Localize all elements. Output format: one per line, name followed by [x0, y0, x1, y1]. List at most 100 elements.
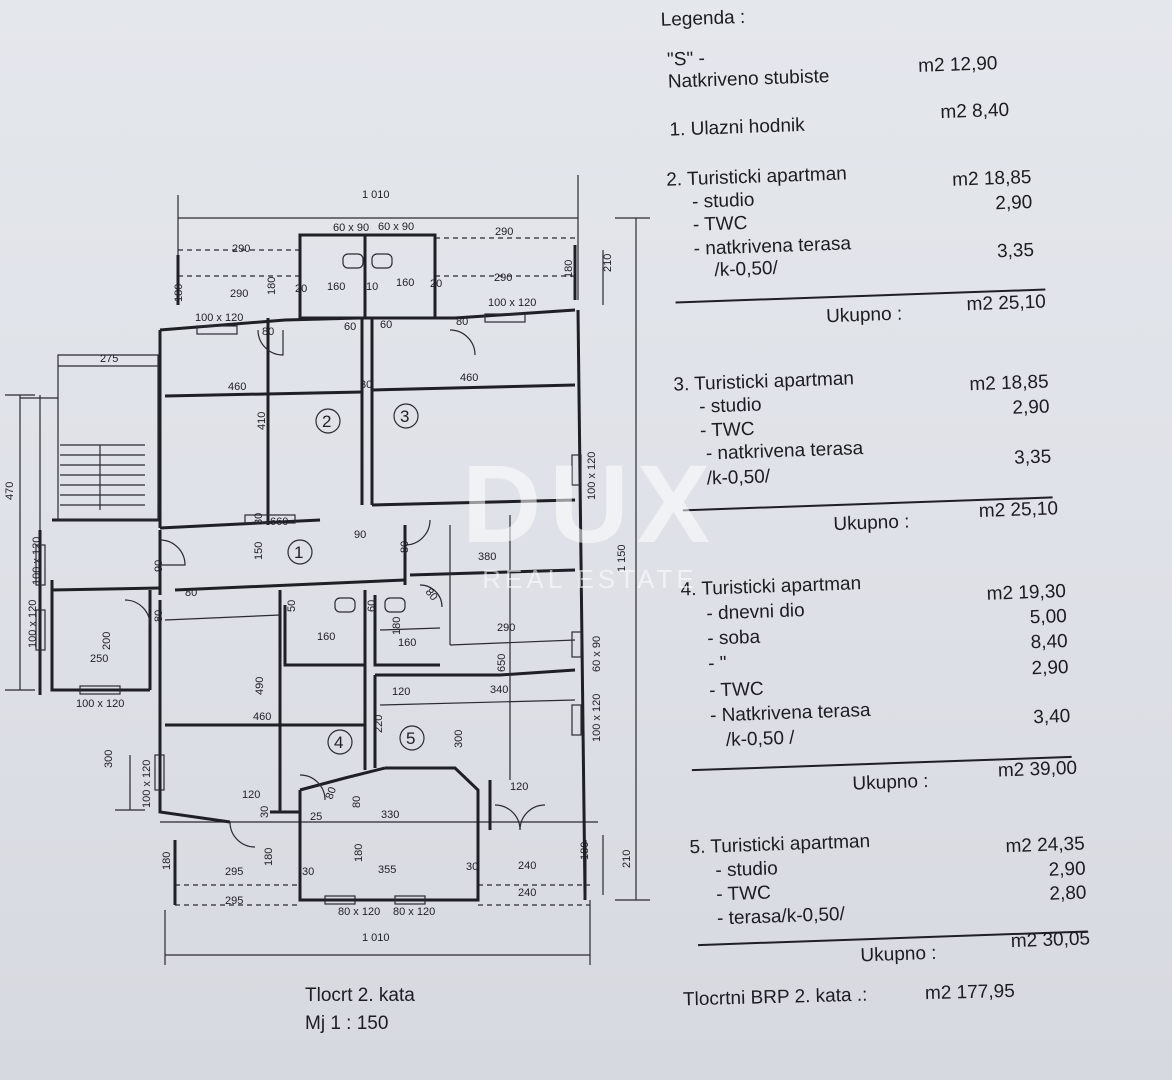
room-marker-3 [393, 403, 419, 429]
dim-label: 150 [253, 542, 265, 560]
apt4-row: - TWC [708, 678, 765, 702]
dim-label: 1 010 [362, 189, 390, 201]
room-marker-5 [399, 725, 425, 751]
dim-label: 1 150 [616, 544, 628, 572]
dim-label: 410 [256, 412, 268, 430]
window-mark [394, 895, 426, 905]
dim-label: 80 [153, 610, 165, 622]
room-number-5: 5 [406, 729, 415, 748]
dim-label: 100 x 120 [27, 600, 39, 648]
dim-label: 100 x 120 [76, 698, 124, 710]
dim-label: 80 [185, 587, 197, 599]
dim-label: 180 [391, 617, 403, 635]
dim-label: 120 [242, 789, 260, 801]
dimension-labels: 1 010 60 x 90 60 x 90 290 290 290 290 18… [4, 189, 633, 944]
room-number-2: 2 [322, 412, 331, 431]
dim-label: 25 [310, 811, 322, 823]
dim-label: 160 [396, 277, 414, 289]
apt3-total-label: Ukupno : [833, 511, 910, 536]
window-mark [35, 544, 46, 586]
dim-label: 460 [460, 372, 478, 384]
apt2-row: - TWC [692, 212, 748, 236]
dim-label: 460 [228, 381, 246, 393]
apt2-row: - natkrivena terasa [693, 233, 852, 260]
legend-s-label: Natkriveno stubiste [667, 65, 830, 93]
dim-label: 80 x 120 [338, 906, 380, 918]
apt4-total-label: Ukupno : [852, 770, 929, 795]
apt4-area: 8,40 [1030, 630, 1069, 654]
dim-label: 220 [373, 715, 385, 733]
apt3-total-area: m2 25,10 [978, 498, 1059, 523]
apt5-area: 2,90 [1048, 858, 1086, 881]
dim-label: 60 x 90 [333, 222, 369, 234]
apt2-row: - studio [691, 189, 755, 213]
apt3-area: 2,90 [1012, 396, 1050, 419]
dim-label: 10 [366, 281, 378, 293]
terrace-edges [175, 237, 590, 906]
apt2-total-area: m2 25,10 [966, 291, 1047, 316]
legend-item-1-area: m2 8,40 [940, 99, 1010, 124]
dim-label: 300 [103, 750, 115, 768]
dim-label: 80 [262, 326, 274, 338]
room-markers: 1 2 3 4 5 [287, 403, 425, 755]
dim-label: 60 [366, 600, 378, 612]
dim-label: 290 [494, 272, 512, 284]
room-marker-4 [327, 729, 353, 755]
window-mark [571, 704, 582, 736]
apt2-area: 3,35 [996, 239, 1035, 263]
room-number-1: 1 [294, 543, 303, 562]
apt4-row: - Natkrivena terasa [709, 699, 871, 727]
toilet-icon [371, 253, 393, 269]
apt2-row: /k-0,50/ [714, 257, 779, 282]
walls [38, 233, 587, 905]
apt2-area: m2 18,85 [951, 166, 1032, 191]
dim-label: 380 [478, 551, 496, 563]
apt5-row: - terasa/k-0,50/ [716, 903, 846, 930]
dim-label: 240 [518, 887, 536, 899]
dim-label: 180 [579, 842, 591, 860]
dim-label: 100 x 120 [488, 297, 536, 309]
dim-label: 180 [161, 852, 173, 870]
apt4-area: m2 19,30 [986, 581, 1067, 605]
dim-label: 100 x 120 [141, 760, 153, 808]
dim-label: 290 [495, 226, 513, 238]
dim-label: 120 [392, 686, 410, 698]
window-mark [79, 685, 121, 695]
dim-label: 80 [351, 796, 363, 808]
dim-label: 330 [381, 809, 399, 821]
dim-label: 300 [453, 730, 465, 748]
dim-label: 290 [230, 288, 248, 300]
apt3-area: m2 18,85 [969, 371, 1049, 396]
dim-label: 1 010 [362, 932, 390, 944]
dim-label: 80 [456, 316, 468, 328]
dim-label: 60 x 90 [378, 221, 414, 233]
dim-label: 250 [90, 653, 108, 665]
window-mark [244, 514, 296, 524]
dim-label: 275 [100, 353, 118, 365]
apt4-total-area: m2 39,00 [997, 757, 1078, 782]
window-mark [484, 313, 526, 323]
legend-s-area: m2 12,90 [917, 53, 998, 77]
apt3-row: - studio [698, 394, 762, 418]
apt5-total-area: m2 30,05 [1010, 928, 1091, 953]
dim-label: 60 [344, 321, 356, 333]
legend-title: Legenda : [660, 6, 746, 31]
legend-item-2: 2. Turisticki apartman [665, 163, 848, 191]
dim-label: 30 [259, 806, 271, 818]
apt3-row: /k-0,50/ [706, 466, 771, 490]
dim-label: 180 [173, 284, 185, 302]
dim-label: 180 [263, 848, 275, 866]
apt4-area: 5,00 [1029, 606, 1068, 629]
dim-label: 460 [253, 711, 271, 723]
legend-s-code: "S" - [666, 48, 706, 71]
dim-label: 30 [466, 861, 478, 873]
dim-label: 180 [353, 844, 365, 862]
apt5-area: m2 24,35 [1005, 833, 1086, 858]
apt4-row: - soba [706, 626, 761, 650]
dim-label: 160 [398, 637, 416, 649]
dim-label: 290 [232, 243, 250, 255]
door-swings [124, 329, 546, 848]
apt4-area: 3,40 [1032, 705, 1071, 729]
